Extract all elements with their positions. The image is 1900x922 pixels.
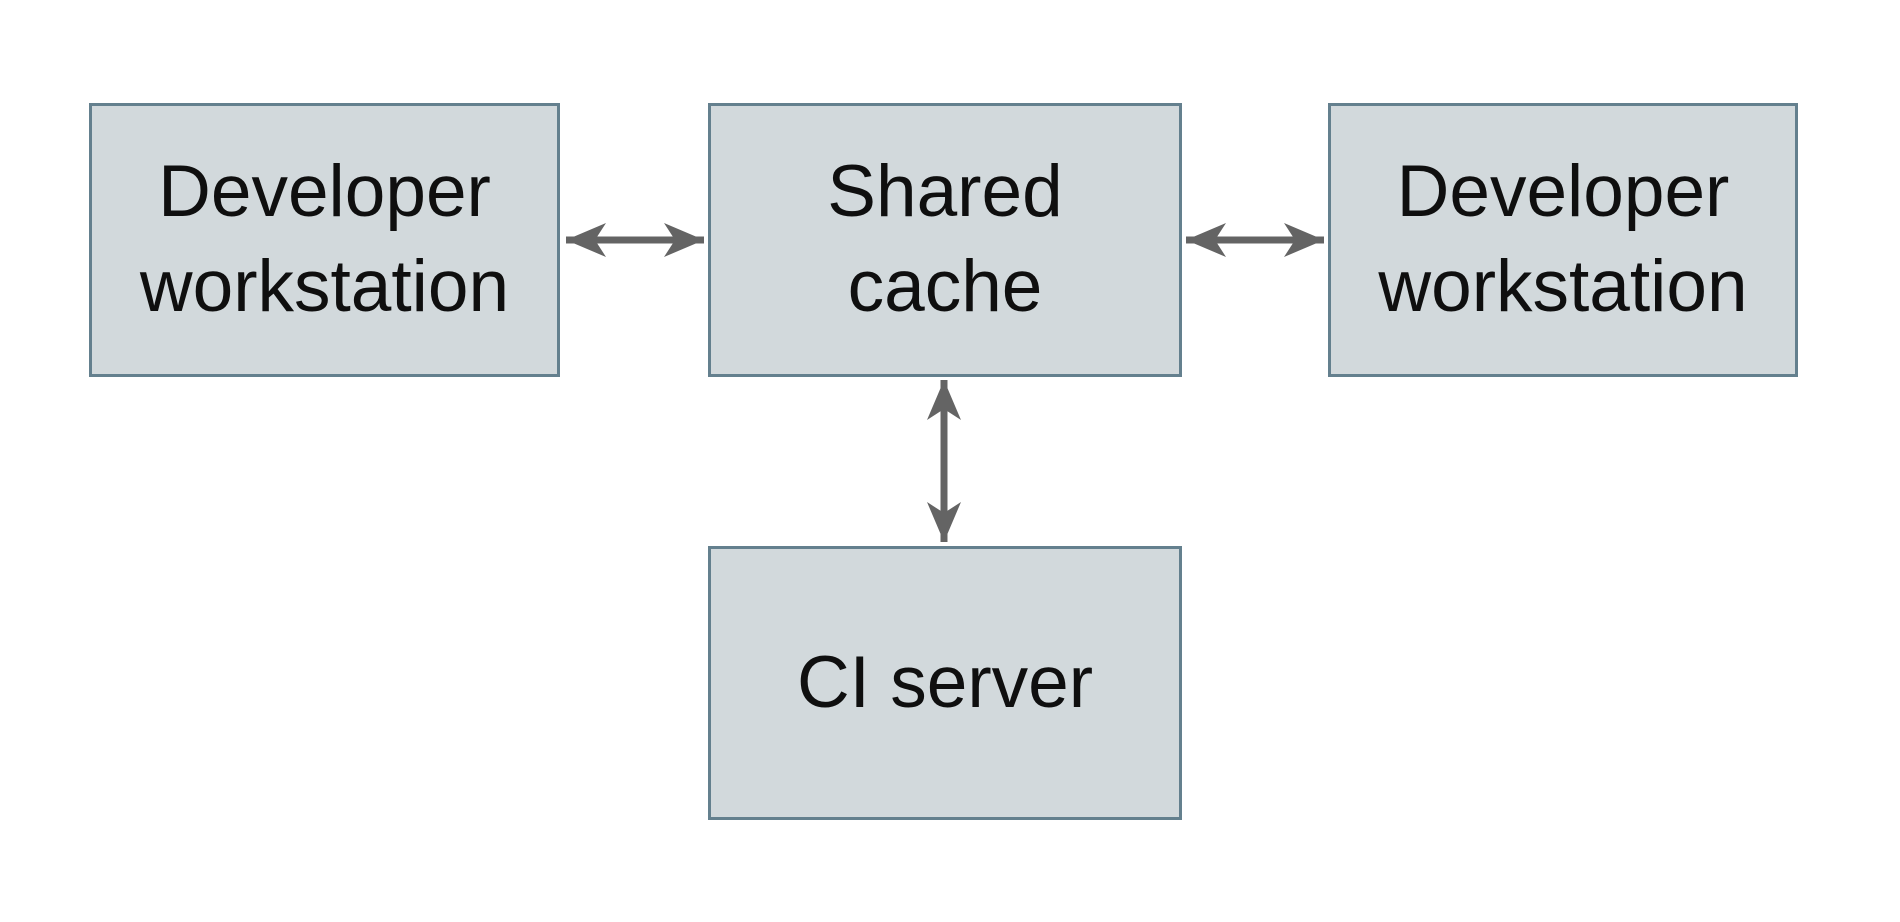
node-developer-workstation-right: Developer workstation (1328, 103, 1798, 377)
node-shared-cache: Shared cache (708, 103, 1182, 377)
node-developer-workstation-left: Developer workstation (89, 103, 560, 377)
node-developer-workstation-right-label: Developer workstation (1378, 151, 1748, 327)
node-shared-cache-label: Shared cache (827, 151, 1063, 327)
node-developer-workstation-left-label: Developer workstation (139, 151, 510, 327)
node-ci-server: CI server (708, 546, 1182, 820)
node-ci-server-label: CI server (796, 641, 1094, 723)
